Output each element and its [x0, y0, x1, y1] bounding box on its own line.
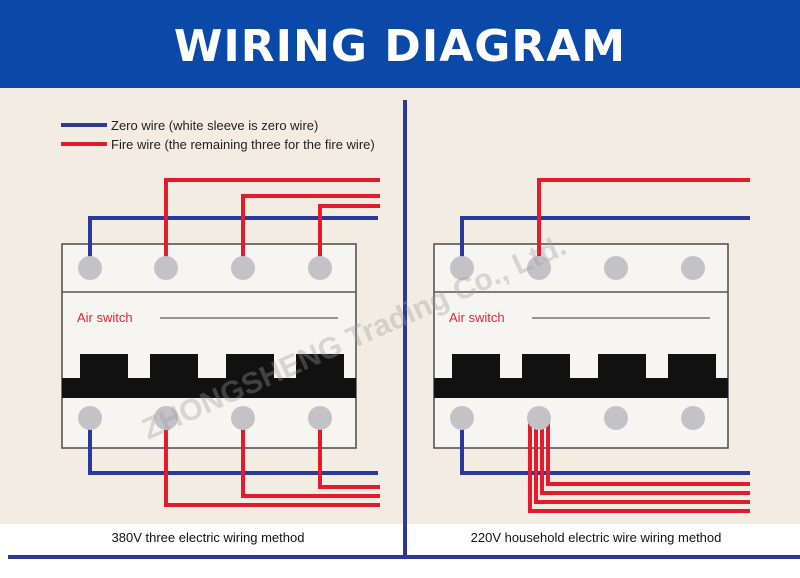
left-breaker-black-rail — [62, 378, 356, 398]
right-breaker-toggle-4 — [668, 354, 716, 380]
left-top-terminal-3 — [231, 256, 255, 280]
left-top-zero-wire — [88, 216, 378, 268]
left-bottom-terminal-3 — [231, 406, 255, 430]
left-top-fire-wire-2 — [241, 194, 380, 268]
left-bottom-zero-wire — [88, 418, 378, 475]
right-breaker-toggle-3 — [598, 354, 646, 380]
left-top-terminal-4 — [308, 256, 332, 280]
right-bottom-terminal-2 — [527, 406, 551, 430]
right-breaker-body — [433, 243, 729, 449]
left-top-fire-wire-3 — [318, 204, 380, 268]
right-top-terminal-4 — [681, 256, 705, 280]
left-bottom-terminal-4 — [308, 406, 332, 430]
left-switch-label: Air switch — [77, 310, 133, 325]
left-caption: 380V three electric wiring method — [112, 530, 305, 545]
left-bottom-fire-wire-2 — [241, 418, 380, 498]
left-breaker-toggle-1 — [80, 354, 128, 380]
left-top-terminal-1 — [78, 256, 102, 280]
right-bottom-zero-wire — [460, 418, 750, 475]
right-top-fire-wire — [537, 178, 750, 268]
zero-wire-legend-label: Zero wire (white sleeve is zero wire) — [111, 118, 318, 133]
right-bottom-fire-wire-3 — [540, 418, 750, 495]
fire-wire-legend-label: Fire wire (the remaining three for the f… — [111, 137, 375, 152]
right-top-terminal-2 — [527, 256, 551, 280]
left-bottom-fire-wire-1 — [164, 418, 380, 507]
header-banner: WIRING DIAGRAM — [0, 0, 800, 88]
right-bottom-fire-wire-4 — [546, 418, 750, 486]
right-breaker-black-rail — [434, 378, 728, 398]
right-bottom-terminal-4 — [681, 406, 705, 430]
right-caption: 220V household electric wire wiring meth… — [471, 530, 722, 545]
right-top-terminal-1 — [450, 256, 474, 280]
left-top-fire-wire-1 — [164, 178, 380, 268]
right-switch-label: Air switch — [449, 310, 505, 325]
right-air-switch: Air switch — [433, 243, 729, 449]
left-bottom-fire-wire-3 — [318, 418, 380, 489]
left-breaker-toggle-3 — [226, 354, 274, 380]
right-breaker-toggle-2 — [522, 354, 570, 380]
left-air-switch: Air switch — [61, 243, 357, 449]
page-title: WIRING DIAGRAM — [173, 21, 627, 72]
left-bottom-terminal-2 — [154, 406, 178, 430]
left-breaker-toggle-4 — [296, 354, 344, 380]
center-divider-line — [403, 100, 407, 559]
right-top-terminal-3 — [604, 256, 628, 280]
left-breaker-toggle-2 — [150, 354, 198, 380]
right-breaker-toggle-1 — [452, 354, 500, 380]
right-bottom-fire-wire-1 — [528, 418, 750, 513]
left-breaker-body — [61, 243, 357, 449]
left-top-terminal-2 — [154, 256, 178, 280]
caption-band — [0, 524, 800, 554]
right-bottom-terminal-3 — [604, 406, 628, 430]
right-bottom-terminal-1 — [450, 406, 474, 430]
right-bottom-fire-wire-2 — [534, 418, 750, 504]
left-bottom-terminal-1 — [78, 406, 102, 430]
right-top-zero-wire — [460, 216, 750, 268]
